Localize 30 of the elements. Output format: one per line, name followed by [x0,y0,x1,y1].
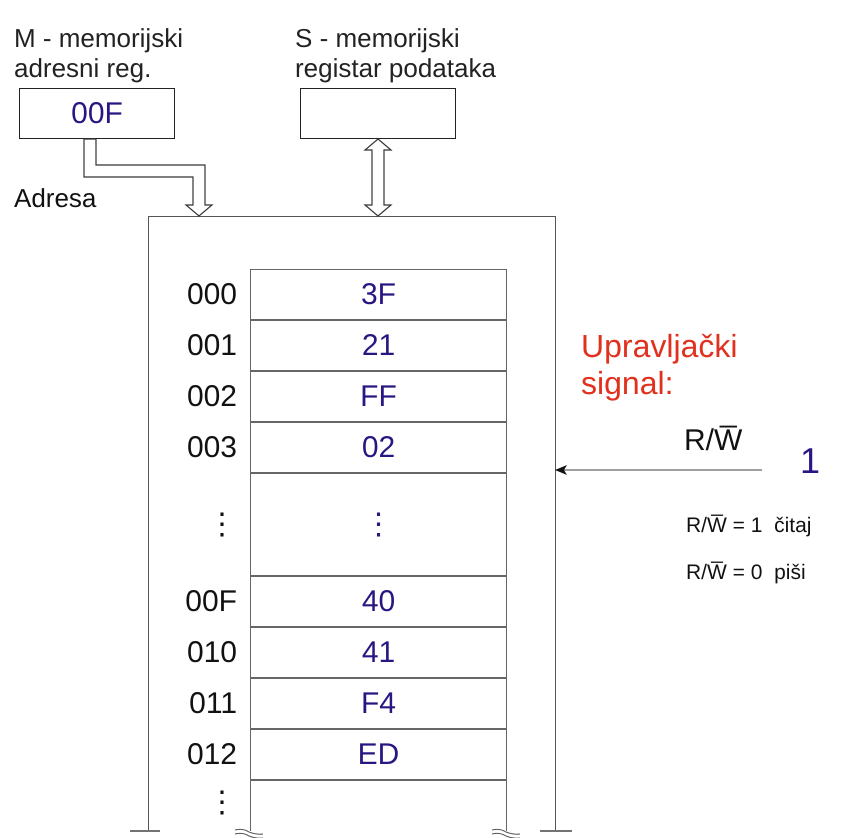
arrow [555,465,762,475]
signal-value: 1 [800,440,820,482]
address-label: 003 [186,430,237,464]
cell-value: ED [356,738,400,772]
memory-frame [148,216,556,830]
address-label: ⋮ [207,508,237,542]
cell-value: F4 [360,686,397,720]
address-label: 011 [189,686,237,720]
cell-value: ⋮ [362,508,394,542]
address-label: 000 [186,278,237,312]
cell-value: 21 [360,328,396,362]
address-label: 001 [186,328,237,362]
cell-value: 02 [360,430,396,464]
cell-value: 3F [360,278,397,312]
address-label: 00F [185,584,237,618]
register-label: S - memorijski registar podataka [295,23,497,83]
cell-value: 40 [360,584,396,618]
cell-value: FF [359,380,398,414]
legend-note: R/W̅ = 0 piši [686,561,806,586]
signal-heading: Upravljački signal: [581,328,738,402]
register-label: M - memorijski adresni reg. [14,23,184,83]
legend-note: R/W̅ = 1 čitaj [686,514,812,538]
address-label: 010 [186,636,237,670]
address-label: 002 [186,380,237,414]
address-label: ⋮ [207,786,237,820]
cell-value: 41 [360,636,396,670]
bus-arrow [363,138,393,217]
register-value: 00F [70,96,124,130]
bus-arrow [83,138,214,217]
address-label: 012 [186,738,237,772]
